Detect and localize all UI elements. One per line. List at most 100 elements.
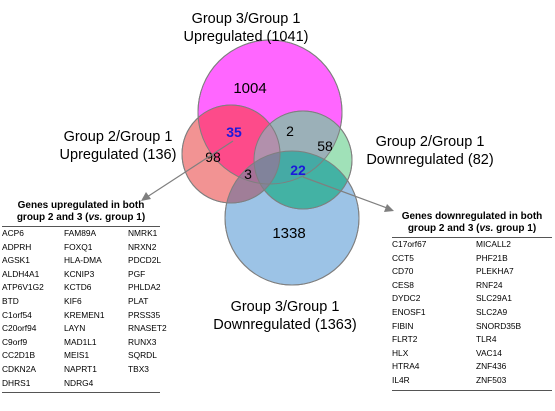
gene-cell: PLAT — [128, 295, 149, 306]
label-group3-up-line1: Group 3/Group 1 — [191, 11, 301, 27]
down-table-title-line1: Genes downregulated in both — [401, 211, 543, 222]
gene-cell: ENOSF1 — [392, 306, 426, 317]
gene-cell: HLA-DMA — [64, 255, 102, 266]
up-table-title-line1: Genes upregulated in both — [17, 200, 145, 211]
genes-upregulated-table: Genes upregulated in both group 2 and 3 … — [2, 200, 167, 394]
gene-cell: PHLDA2 — [128, 282, 161, 293]
up-title-pre: group 2 and 3 ( — [16, 212, 89, 223]
gene-cell: NDRG4 — [64, 377, 94, 388]
count-g3up-g2down: 2 — [286, 123, 294, 139]
outline-group2-upregulated — [181, 104, 281, 204]
arrow-to-up-table — [141, 140, 234, 201]
gene-cell: FLRT2 — [392, 334, 418, 345]
gene-cell: IL4R — [392, 374, 410, 385]
up-title-em: vs. — [88, 212, 103, 223]
up-title-post: group 1) — [102, 212, 146, 223]
gene-cell: C1orf54 — [2, 309, 32, 320]
up-table-title: Genes upregulated in both group 2 and 3 … — [2, 200, 160, 224]
up-table-title-line2: group 2 and 3 (vs. group 1) — [2, 212, 160, 224]
gene-cell: ALDH4A1 — [2, 268, 40, 279]
gene-cell: FIBIN — [392, 320, 414, 331]
gene-cell: ATP6V1G2 — [2, 282, 44, 293]
gene-cell: RUNX3 — [128, 336, 157, 347]
gene-cell: SNORD35B — [476, 320, 522, 331]
gene-cell: ACP6 — [2, 228, 24, 238]
label-group3-up-line2: Upregulated (1041) — [183, 29, 309, 45]
arrow-to-down-table — [302, 176, 394, 212]
count-g2up-g3down: 3 — [244, 166, 252, 182]
gene-cell: NRXN2 — [128, 241, 157, 252]
gene-cell: AGSK1 — [2, 255, 30, 266]
gene-cell: ADPRH — [2, 241, 32, 252]
gene-cell: ZNF436 — [476, 361, 507, 372]
gene-cell: PHF21B — [476, 252, 508, 263]
gene-cell: PRSS35 — [128, 309, 161, 320]
gene-cell: SQRDL — [128, 350, 157, 361]
label-group3-down-line2: Downregulated (1363) — [213, 317, 357, 333]
gene-cell: PLEKHA7 — [476, 266, 514, 277]
gene-cell: MEIS1 — [64, 350, 90, 361]
gene-cell: RNASET2 — [128, 323, 167, 334]
gene-cell: HLX — [392, 347, 409, 358]
gene-cell: TBX3 — [128, 363, 149, 374]
down-table-bottom-rule — [392, 389, 552, 391]
label-group2-downregulated: Group 2/Group 1 Downregulated (82) — [360, 133, 500, 169]
count-g3up-g2up: 35 — [226, 124, 242, 140]
up-table-top-rule — [2, 226, 160, 227]
outline-group2-downregulated — [253, 110, 353, 210]
label-group3-upregulated: Group 3/Group 1 Upregulated (1041) — [176, 10, 316, 46]
gene-cell: SLC2A9 — [476, 306, 508, 317]
gene-cell: CDKN2A — [2, 363, 36, 374]
count-only-group3-up: 1004 — [233, 80, 266, 97]
gene-cell: BTD — [2, 295, 19, 306]
label-group2-down-line1: Group 2/Group 1 — [375, 134, 485, 150]
count-g2down-g3down: 22 — [290, 162, 306, 178]
down-table-top-rule — [392, 237, 552, 238]
down-title-post: group 1) — [493, 223, 537, 234]
gene-cell: FAM89A — [64, 228, 97, 238]
gene-cell: LAYN — [64, 323, 86, 334]
gene-cell: MICALL2 — [476, 239, 511, 249]
gene-cell: KIF6 — [64, 295, 82, 306]
gene-cell — [128, 377, 172, 391]
gene-cell: CC2D1B — [2, 350, 36, 361]
gene-cell: CD70 — [392, 266, 414, 277]
gene-cell: CCT5 — [392, 252, 414, 263]
gene-cell: KCNIP3 — [64, 268, 95, 279]
gene-cell: NAPRT1 — [64, 363, 97, 374]
gene-cell: ZNF503 — [476, 374, 507, 385]
label-group3-downregulated: Group 3/Group 1 Downregulated (1363) — [205, 298, 365, 334]
down-title-em: vs. — [479, 223, 494, 234]
count-only-group3-down: 1338 — [272, 225, 305, 242]
gene-cell: DHRS1 — [2, 377, 31, 388]
gene-cell: SLC29A1 — [476, 293, 512, 304]
label-group2-up-line2: Upregulated (136) — [59, 147, 177, 163]
down-table-title-line2: group 2 and 3 (vs. group 1) — [392, 223, 552, 235]
gene-cell: C20orf94 — [2, 323, 37, 334]
count-only-group2-up: 98 — [205, 149, 221, 165]
gene-cell: PDCD2L — [128, 255, 162, 266]
overlap-g2up-g3down — [225, 151, 280, 203]
gene-cell: RNF24 — [476, 279, 503, 290]
gene-cell: TLR4 — [476, 334, 497, 345]
gene-cell: HTRA4 — [392, 361, 420, 372]
gene-cell: PGF — [128, 268, 146, 279]
gene-cell: KCTD6 — [64, 282, 92, 293]
label-group2-upregulated: Group 2/Group 1 Upregulated (136) — [56, 128, 180, 164]
down-title-pre: group 2 and 3 ( — [407, 223, 480, 234]
gene-cell: NMRK1 — [128, 228, 158, 238]
down-table-title: Genes downregulated in both group 2 and … — [392, 211, 552, 235]
gene-cell: VAC14 — [476, 347, 502, 358]
gene-cell: CES8 — [392, 279, 414, 290]
outline-group3-downregulated — [224, 150, 360, 286]
gene-cell: FOXQ1 — [64, 241, 93, 252]
gene-cell: DYDC2 — [392, 293, 421, 304]
genes-downregulated-table: Genes downregulated in both group 2 and … — [392, 211, 552, 391]
up-table-bottom-rule — [2, 392, 160, 394]
label-group2-up-line1: Group 2/Group 1 — [63, 129, 173, 145]
label-group3-down-line1: Group 3/Group 1 — [230, 299, 340, 315]
label-group2-down-line2: Downregulated (82) — [366, 152, 494, 168]
